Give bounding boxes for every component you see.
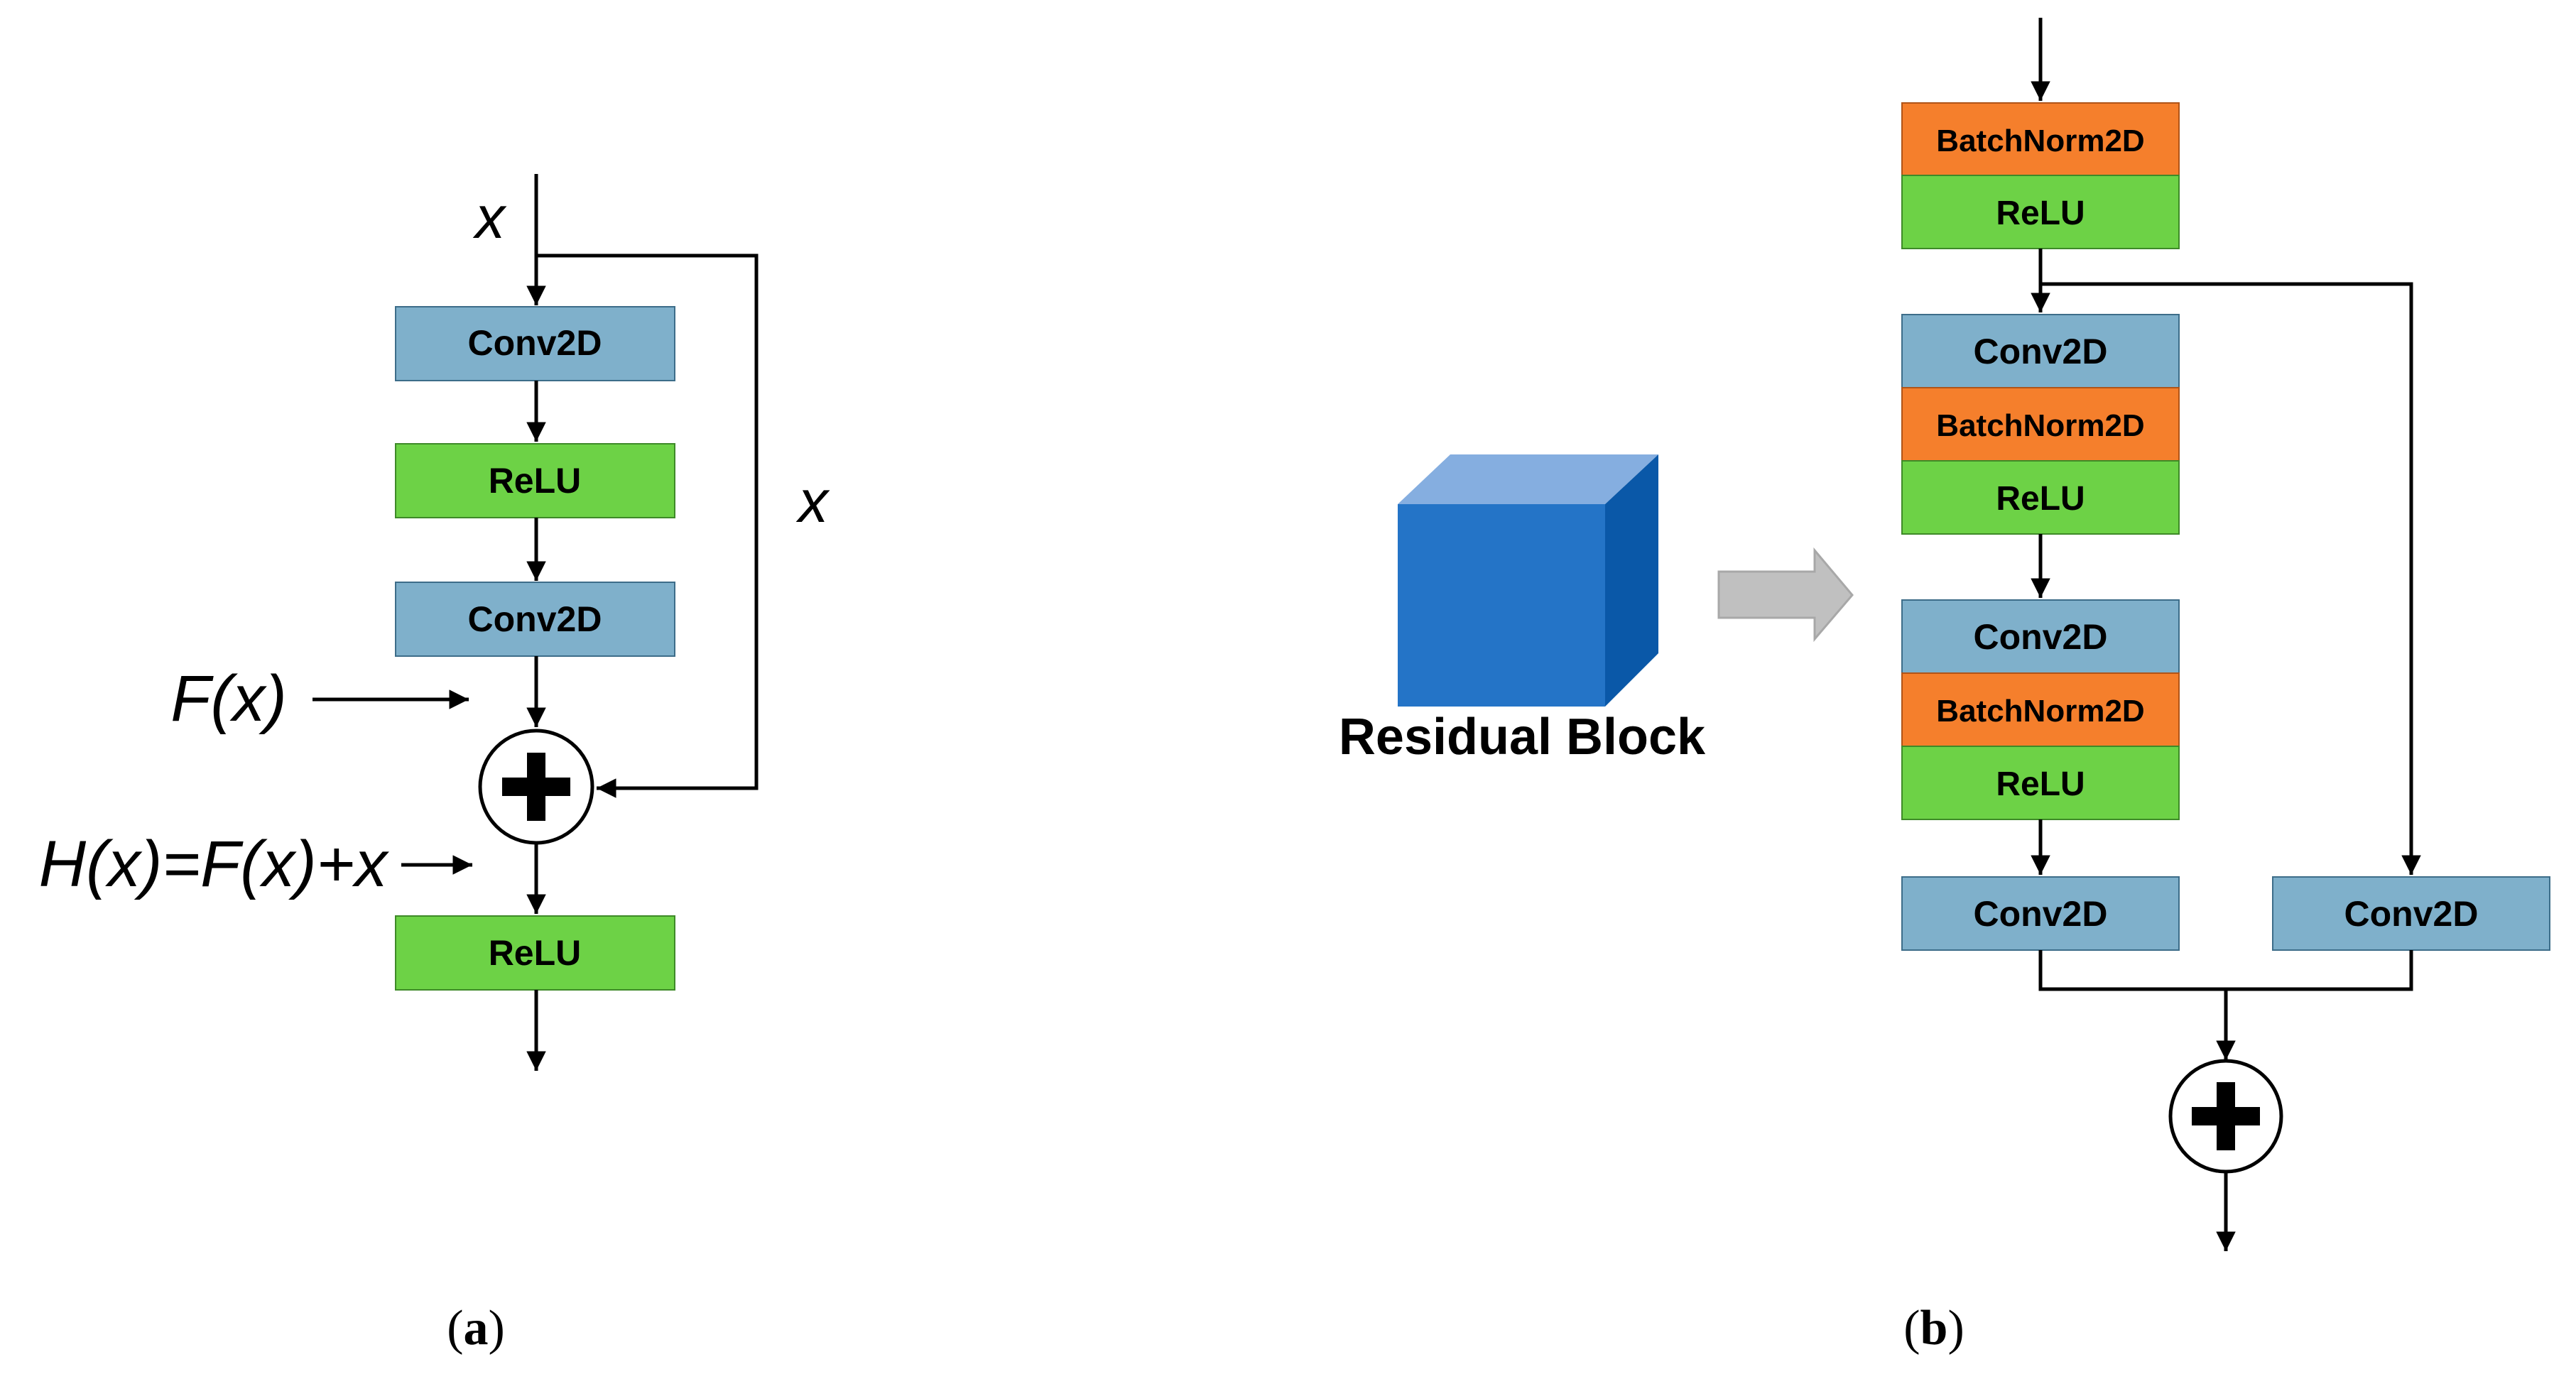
hx-label: H(x)=F(x)+x	[39, 828, 390, 900]
stage1-batchnorm-label: BatchNorm2D	[1936, 408, 2144, 443]
fx-label: F(x)	[170, 663, 286, 735]
relu-label-final: ReLU	[489, 933, 582, 973]
conv2d-label-1: Conv2D	[468, 323, 602, 363]
input-x-label: x	[472, 184, 507, 251]
plus-icon-v	[527, 753, 545, 821]
residual-block-cube-icon	[1398, 454, 1658, 707]
skip-connection-line	[536, 253, 759, 798]
stage2-batchnorm-label: BatchNorm2D	[1936, 694, 2144, 729]
panel-b: Residual Block BatchNorm2D ReLU Conv2D B…	[1339, 18, 2550, 1356]
main-conv2d-box	[1901, 876, 2180, 951]
stage2-conv2d-label: Conv2D	[1974, 617, 2108, 657]
stage2-batchnorm-box	[1901, 672, 2180, 747]
skip-x-label: x	[795, 468, 830, 535]
stage2-relu-label: ReLU	[1996, 765, 2085, 803]
cube-front-face	[1398, 504, 1605, 707]
relu-box-final	[395, 915, 675, 991]
b-addition-node	[2168, 1059, 2283, 1174]
stage2-relu-box	[1901, 746, 2180, 820]
caption-a: (a)	[447, 1301, 505, 1356]
relu-box-1	[395, 443, 675, 518]
expand-arrow-icon	[1717, 547, 1854, 643]
stage1-relu-label: ReLU	[1996, 480, 2085, 518]
conv2d-box-2	[395, 582, 675, 657]
residual-block-label: Residual Block	[1339, 709, 1706, 765]
conv2d-box-1	[395, 306, 675, 381]
stage1-batchnorm-box	[1901, 387, 2180, 462]
stem-relu-label: ReLU	[1996, 195, 2085, 232]
stage1-conv2d-box	[1901, 314, 2180, 388]
stage2-conv2d-box	[1901, 599, 2180, 674]
b-plus-icon-v	[2217, 1082, 2235, 1150]
conv2d-label-2: Conv2D	[468, 599, 602, 639]
b-shortcut-line	[2040, 282, 2421, 875]
stem-relu-box	[1901, 175, 2180, 249]
panel-a: x x Conv2D ReLU Conv2D F(x) H(x)=F(x)+x	[39, 174, 830, 1356]
cube-side-face	[1605, 454, 1658, 707]
stage1-conv2d-label: Conv2D	[1974, 332, 2108, 371]
b-merge-line	[2038, 950, 2413, 991]
shortcut-conv2d-box	[2272, 876, 2550, 951]
caption-b: (b)	[1903, 1301, 1964, 1356]
addition-node	[478, 729, 594, 845]
cube-top-face	[1398, 454, 1658, 504]
relu-label-1: ReLU	[489, 461, 582, 501]
stem-batchnorm-label: BatchNorm2D	[1936, 124, 2144, 158]
main-conv2d-label: Conv2D	[1974, 894, 2108, 934]
shortcut-conv2d-label: Conv2D	[2344, 894, 2479, 934]
